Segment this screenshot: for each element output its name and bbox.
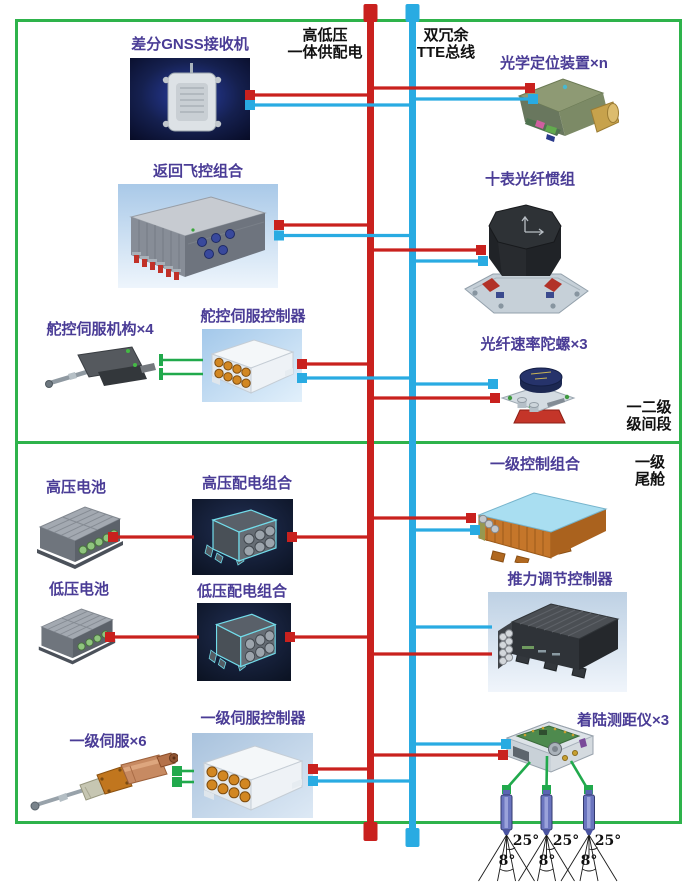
servo-signal-terminals	[159, 354, 593, 794]
rate-gyro-label: 光纤速率陀螺×3	[480, 336, 588, 353]
beam-wide-angle-label-2: 25°	[552, 833, 580, 849]
beam-narrow-angle-label-3: 8°	[580, 853, 598, 869]
power-bus-line	[363, 4, 378, 841]
landing-rangefinder-image	[505, 721, 595, 773]
rudder-servo-image	[45, 346, 156, 388]
stage1-control-unit-label: 一级控制组合	[489, 456, 580, 473]
blue-connectors	[197, 229, 235, 259]
beam-wide-angle-label-3: 25°	[594, 833, 622, 849]
power-wire-terminals	[105, 83, 535, 774]
gnss-receiver-image	[130, 58, 250, 140]
lv-distribution-image	[197, 603, 291, 681]
fiber-imu-label: 十表光纤惯组	[484, 171, 575, 188]
lv-distribution-label: 低压配电组合	[196, 583, 287, 600]
red-connectors	[132, 252, 181, 280]
tail-section-label: 一级 尾舱	[634, 454, 665, 489]
range-sensor-probes	[500, 790, 595, 835]
diagram-border	[15, 19, 682, 824]
stage1-servo-controller-image	[192, 733, 313, 818]
stage1-servo-controller-label: 一级伺服控制器	[200, 710, 306, 727]
gnss-receiver-label: 差分GNSS接收机	[131, 36, 249, 53]
tte-wires	[252, 97, 534, 783]
optical-locator-image	[517, 78, 619, 142]
power-bus-label: 高低压 一体供配电	[287, 27, 363, 62]
stage1-servo-label: 一级伺服×6	[69, 733, 147, 750]
hv-distribution-label: 高压配电组合	[201, 475, 292, 492]
thrust-controller-image	[488, 592, 627, 692]
tte-bus-line	[405, 4, 420, 847]
fiber-imu-image	[464, 204, 589, 314]
beam-angle-fans	[478, 834, 618, 882]
thrust-controller-label: 推力调节控制器	[507, 571, 613, 588]
beam-narrow-angle-label-2: 8°	[538, 853, 556, 869]
power-wires	[110, 86, 532, 771]
hv-distribution-image	[192, 499, 293, 575]
rudder-servo-controller-label: 舵控伺服控制器	[200, 308, 306, 325]
rate-gyro-image	[500, 367, 576, 424]
tte-wire-terminals	[245, 94, 538, 786]
optical-locator-label: 光学定位装置×n	[500, 55, 608, 72]
rudder-servo-label: 舵控伺服机构×4	[46, 321, 154, 338]
beam-narrow-angle-label-1: 8°	[498, 853, 516, 869]
tte-bus-label: 双冗余 TTE总线	[416, 27, 476, 62]
section-divider-line	[15, 441, 682, 444]
lv-battery-label: 低压电池	[48, 581, 109, 598]
return-flight-control-image	[118, 184, 278, 288]
rudder-servo-controller-image	[202, 329, 302, 402]
landing-rangefinder-label: 着陆测距仪×3	[576, 712, 670, 729]
servo-signal-wires	[162, 358, 589, 789]
beam-wide-angle-label-1: 25°	[512, 833, 540, 849]
lv-battery-image	[38, 608, 116, 665]
return-flight-control-label: 返回飞控组合	[152, 163, 243, 180]
hv-battery-label: 高压电池	[45, 479, 106, 496]
stage1-servo-image	[30, 752, 178, 811]
interstage-section-label: 一二级 级间段	[626, 399, 672, 434]
stage1-control-unit-image	[477, 492, 608, 563]
